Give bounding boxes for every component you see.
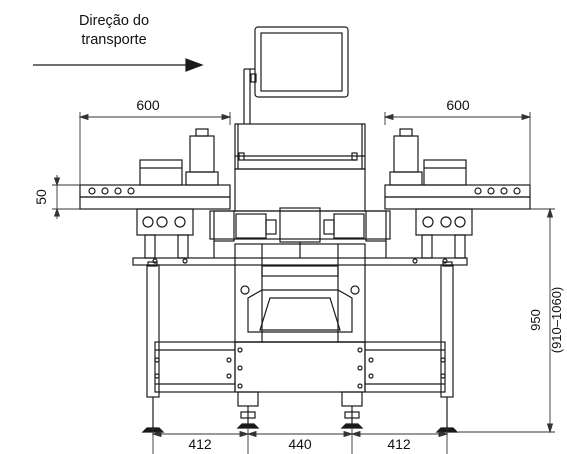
cross-rail: [132, 257, 468, 266]
dim-conveyor-height-label: 50: [33, 189, 49, 205]
center-feet: [236, 391, 364, 429]
dim-left-width-line: [78, 112, 232, 185]
dim-center-spacing-label: 440: [288, 436, 312, 452]
main-frame: [234, 243, 366, 393]
left-conveyor-assembly: [79, 128, 236, 433]
touch-screen-monitor: [243, 26, 349, 124]
dim-right-width-line: [383, 112, 532, 185]
dim-right-width-label: 600: [446, 97, 470, 113]
transport-direction-caption: Direção do transporte: [58, 12, 170, 50]
transport-direction-arrow: [33, 58, 204, 72]
central-housing: [234, 123, 366, 212]
dim-left-width-label: 600: [136, 97, 160, 113]
dim-total-height-line: [458, 207, 555, 434]
dim-conveyor-height-line: [52, 175, 80, 219]
caption-line-2: transporte: [81, 32, 147, 48]
dim-total-height-label: 950: [528, 309, 543, 331]
caption-line-1: Direção do: [78, 13, 150, 29]
side-brackets: [213, 210, 387, 258]
dim-foot-spacing-line: [151, 428, 449, 454]
weighing-unit: [209, 207, 391, 258]
dim-right-spacing-label: 412: [387, 436, 411, 452]
dim-height-range-label: (910–1060): [549, 287, 564, 354]
dim-left-spacing-label: 412: [188, 436, 212, 452]
right-conveyor-assembly: [364, 128, 531, 433]
